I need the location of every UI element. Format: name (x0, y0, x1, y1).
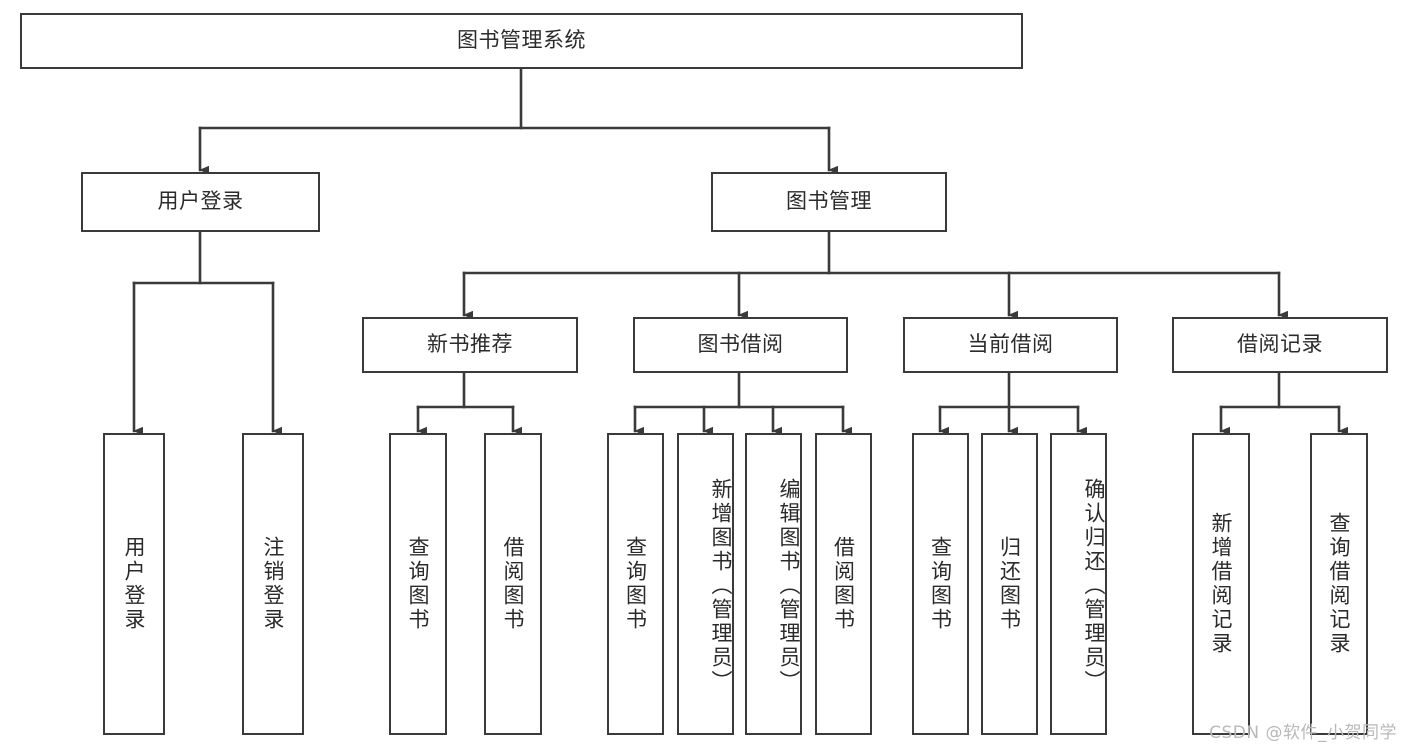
node-label: 查询借阅记录 (1327, 512, 1352, 656)
node-label: 归还图书 (997, 536, 1022, 632)
node-label: 新增借阅记录 (1209, 512, 1234, 656)
node-label: 用户登录 (122, 536, 147, 632)
leaf-query-book-current[interactable]: 查询图书 (912, 433, 969, 735)
node-root-system[interactable]: 图书管理系统 (20, 13, 1023, 69)
node-label: 图书管理 (786, 189, 872, 214)
node-label: 用户登录 (157, 189, 244, 214)
node-label: 新增图书（管理员） (709, 478, 733, 694)
leaf-logout[interactable]: 注销登录 (242, 433, 304, 735)
leaf-return-book[interactable]: 归还图书 (981, 433, 1038, 735)
node-borrow-record[interactable]: 借阅记录 (1172, 317, 1388, 373)
node-label: 借阅记录 (1237, 332, 1323, 357)
node-user-login[interactable]: 用户登录 (81, 172, 320, 232)
node-label: 图书管理系统 (457, 28, 586, 53)
node-new-book-recommend[interactable]: 新书推荐 (362, 317, 578, 373)
node-label: 图书借阅 (697, 332, 784, 357)
leaf-user-login[interactable]: 用户登录 (103, 433, 165, 735)
leaf-query-book-borrow[interactable]: 查询图书 (607, 433, 664, 735)
node-book-borrow[interactable]: 图书借阅 (633, 317, 848, 373)
leaf-add-book-admin[interactable]: 新增图书（管理员） (677, 433, 734, 735)
node-label: 查询图书 (928, 536, 953, 632)
node-label: 借阅图书 (831, 536, 856, 632)
node-label: 查询图书 (406, 536, 431, 632)
leaf-edit-book-admin[interactable]: 编辑图书（管理员） (745, 433, 802, 735)
node-label: 新书推荐 (427, 332, 513, 357)
node-book-management[interactable]: 图书管理 (711, 172, 947, 232)
leaf-borrow-book-recommend[interactable]: 借阅图书 (484, 433, 542, 735)
leaf-add-borrow-record[interactable]: 新增借阅记录 (1192, 433, 1250, 735)
node-label: 当前借阅 (967, 332, 1054, 357)
node-label: 确认归还（管理员） (1082, 478, 1106, 694)
node-label: 查询图书 (623, 536, 648, 632)
node-current-borrow[interactable]: 当前借阅 (903, 317, 1118, 373)
node-label: 借阅图书 (501, 536, 526, 632)
node-label: 注销登录 (261, 536, 286, 632)
node-label: 编辑图书（管理员） (777, 478, 801, 694)
leaf-query-borrow-record[interactable]: 查询借阅记录 (1310, 433, 1368, 735)
leaf-confirm-return-admin[interactable]: 确认归还（管理员） (1050, 433, 1107, 735)
watermark: CSDN @软件_小贺同学 (1209, 723, 1397, 743)
leaf-borrow-book[interactable]: 借阅图书 (815, 433, 872, 735)
leaf-query-book-recommend[interactable]: 查询图书 (389, 433, 447, 735)
